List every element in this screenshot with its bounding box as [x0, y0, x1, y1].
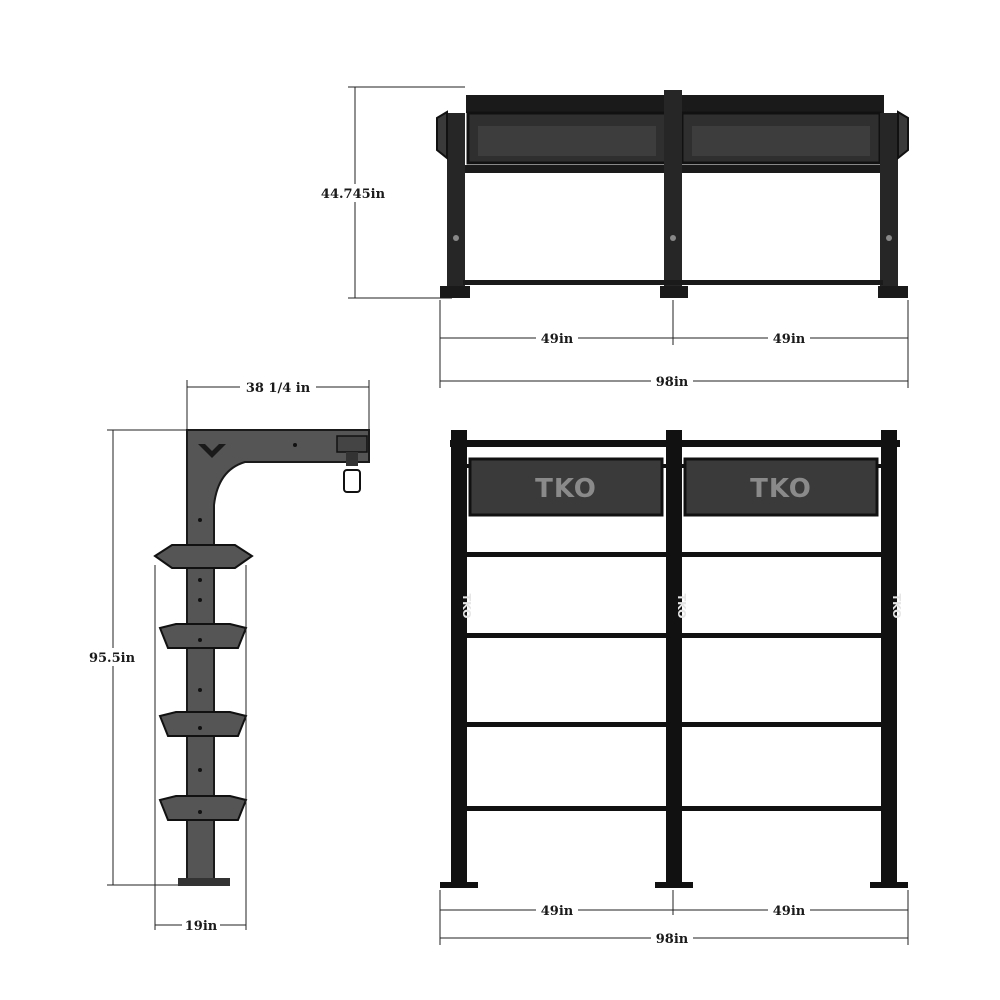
- front-upright-left: [451, 430, 467, 885]
- side-view: 38 1/4 in 95.5in: [84, 378, 370, 934]
- side-view-frame: [153, 429, 370, 886]
- side-view-base-label: 19in: [185, 919, 218, 934]
- front-view-total-width-label: 98in: [656, 932, 689, 947]
- side-view-depth-label: 38 1/4 in: [246, 381, 311, 396]
- front-panel-left: [468, 457, 664, 517]
- front-view-bay-right-label: 49in: [773, 904, 806, 919]
- front-panel-right: [683, 457, 879, 517]
- upright-left-logo: TKO: [460, 594, 473, 619]
- top-view-rack: [436, 90, 909, 298]
- front-shelf-bars: [462, 552, 886, 811]
- top-view: 44.745in: [320, 86, 909, 390]
- front-view-bay-left-label: 49in: [541, 904, 574, 919]
- front-upright-right: [881, 430, 897, 885]
- top-view-height-label: 44.745in: [321, 187, 386, 202]
- top-view-bay-right-label: 49in: [773, 332, 806, 347]
- side-view-height-label: 95.5in: [89, 651, 136, 666]
- upright-middle-logo: TKO: [675, 594, 688, 619]
- upright-right-logo: TKO: [890, 594, 903, 619]
- front-panel-left-logo: TKO: [535, 474, 597, 504]
- front-upright-middle: [666, 430, 682, 885]
- front-view: TKO TKO TKO TKO TKO 49in 49i: [439, 430, 909, 947]
- front-feet: [440, 882, 908, 888]
- top-view-total-width-label: 98in: [656, 375, 689, 390]
- top-view-bay-left-label: 49in: [541, 332, 574, 347]
- front-panel-right-logo: TKO: [750, 474, 812, 504]
